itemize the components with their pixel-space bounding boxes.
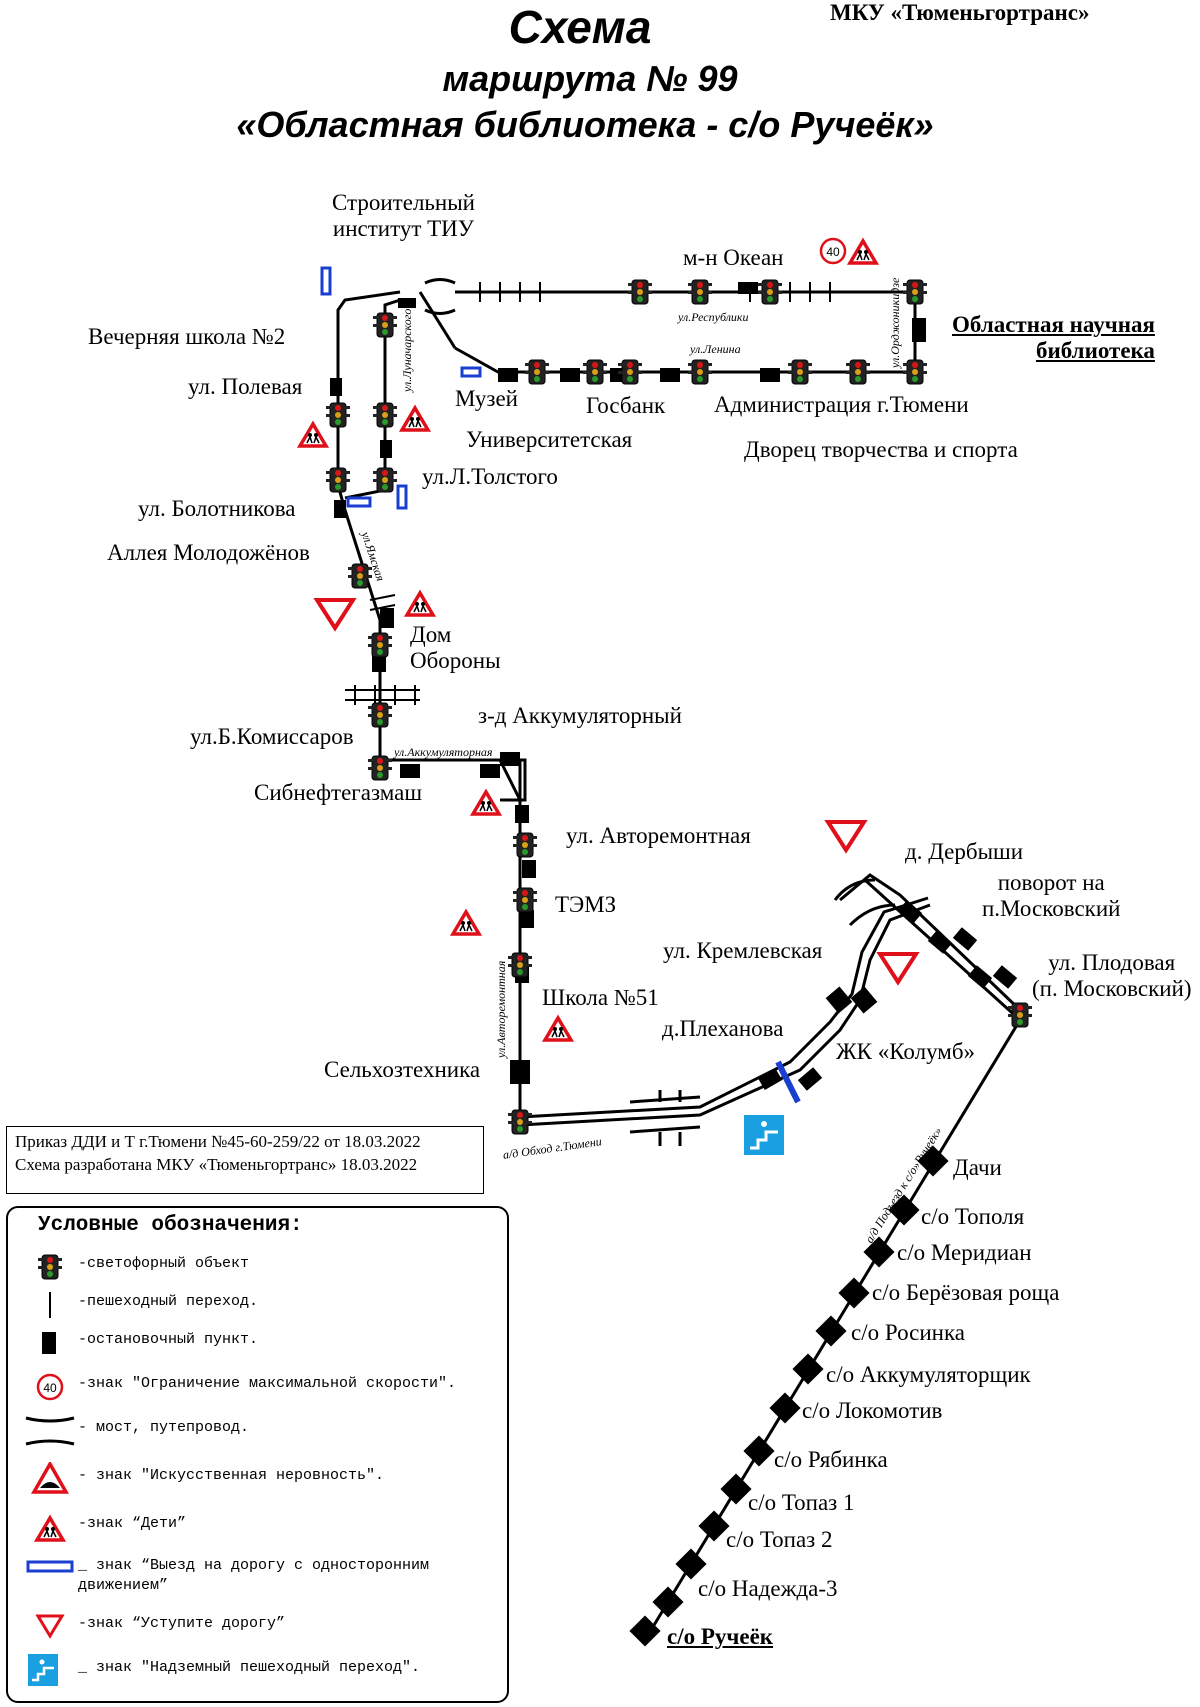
stop-label-rosinka: с/о Росинка [851,1320,966,1345]
stop-label-plekhanova: д.Плеханова [662,1016,784,1041]
svg-text:40: 40 [43,1381,57,1395]
stop-label-topolya: с/о Тополя [921,1204,1025,1229]
stop-label-vechernyaya: Вечерняя школа №2 [88,324,286,349]
speed-limit-icon: 40 [36,1373,64,1401]
stop-label-dom-oborony: Дом Обороны [410,622,501,674]
stop-label-selkhoztekhnika: Сельхозтехника [324,1057,481,1082]
speed-bump-sign-icon [30,1462,70,1494]
order-line-1: Приказ ДДИ и Т г.Тюмени №45-60-259/22 от… [15,1132,421,1151]
stop-label-komissarov: ул.Б.Комиссаров [190,724,354,749]
stop-label-alleya: Аллея Молодожёнов [107,540,310,565]
stop-label-povorot: поворот на п.Московский [982,870,1121,922]
give-way-icon [35,1614,65,1639]
stop-label-dachi: Дачи [953,1155,1002,1180]
stop-label-kolumb: ЖК «Колумб» [836,1039,976,1064]
stop-label-stroitelny: Строительный институт ТИУ [332,190,475,242]
stop-label-akkumulyatorshchik: с/о Аккумуляторщик [826,1362,1031,1387]
stop-label-oblastnaya: Областная научная библиотека [952,312,1155,364]
stop-label-shkola51: Школа №51 [542,985,659,1010]
stop-label-dvorets: Дворец творчества и спорта [744,437,1018,462]
stop-label-bolotnikova: ул. Болотникова [138,496,296,521]
pedestrian-crossing-icon [49,1292,51,1318]
order-line-2: Схема разработана МКУ «Тюменьгортранс» 1… [15,1154,418,1174]
street-label-avtoremontnaya: ул.Авторемонтная [494,960,508,1058]
stop-label-akkumulyatorny: з-д Аккумуляторный [478,703,682,728]
stop-label-plodovaya: ул. Плодовая (п. Московский) [1032,950,1192,1002]
stop-label-derbyshi: д. Дербыши [905,839,1024,864]
stop-label-ryabinka: с/о Рябинка [774,1447,888,1472]
route-name: «Областная библиотека - с/о Ручеёк» [236,104,934,145]
stop-label-avtoremontnaya: ул. Авторемонтная [566,823,751,848]
one-way-exit-icon [26,1560,74,1573]
stop-label-rucheek: с/о Ручеёк [667,1624,774,1649]
stop-label-okean: м-н Океан [683,245,784,270]
stop-label-temz: ТЭМЗ [555,892,617,917]
bridge-icon [25,1416,75,1446]
street-label-respubliki: ул.Республики [678,310,749,324]
overpass-crossing-icon [28,1654,58,1686]
stop-label-meridian: с/о Меридиан [897,1240,1032,1265]
street-label-ordzhonikidze: ул.Орджоникидзе [888,277,902,368]
stop-label-polevaya: ул. Полевая [188,374,303,399]
stop-label-tolstogo: ул.Л.Толстого [422,464,558,489]
legend-title: Условные обозначения: [38,1214,303,1237]
map-title: Схема [508,1,652,53]
stop-label-berezovaya: с/о Берёзовая роща [872,1280,1060,1305]
street-label-lunacharskogo: ул.Луначарского [400,308,414,392]
street-label-lenina: ул.Ленина [690,342,741,356]
stop-label-muzey: Музей [455,386,518,411]
legend: Условные обозначения: -светофорный объек… [6,1206,509,1703]
stop-label-topaz1: с/о Топаз 1 [748,1490,855,1515]
children-sign-icon [35,1516,65,1542]
stop-label-administration: Администрация г.Тюмени [714,392,969,417]
street-label-akkumulyatornaya: ул.Аккумуляторная [394,745,493,759]
stop-label-gosbank: Госбанк [586,393,666,418]
organization-name: МКУ «Тюменьгортранс» [830,0,1090,25]
stop-label-sibneftegazmash: Сибнефтегазмаш [254,780,423,805]
order-info-box: Приказ ДДИ и Т г.Тюмени №45-60-259/22 от… [6,1126,484,1194]
stop-label-lokomotiv: с/о Локомотив [802,1398,943,1423]
stop-label-kremlevskaya: ул. Кремлевская [663,938,823,963]
traffic-light-icon [37,1254,63,1280]
bus-stop-icon [42,1332,56,1354]
speed-limit-icon: 40 [826,245,840,259]
stop-label-nadezhda3: с/о Надежда-3 [698,1576,838,1601]
stop-label-topaz2: с/о Топаз 2 [726,1527,833,1552]
route-number: маршрута № 99 [442,58,738,99]
stop-label-universitetskaya: Университетская [466,427,633,452]
